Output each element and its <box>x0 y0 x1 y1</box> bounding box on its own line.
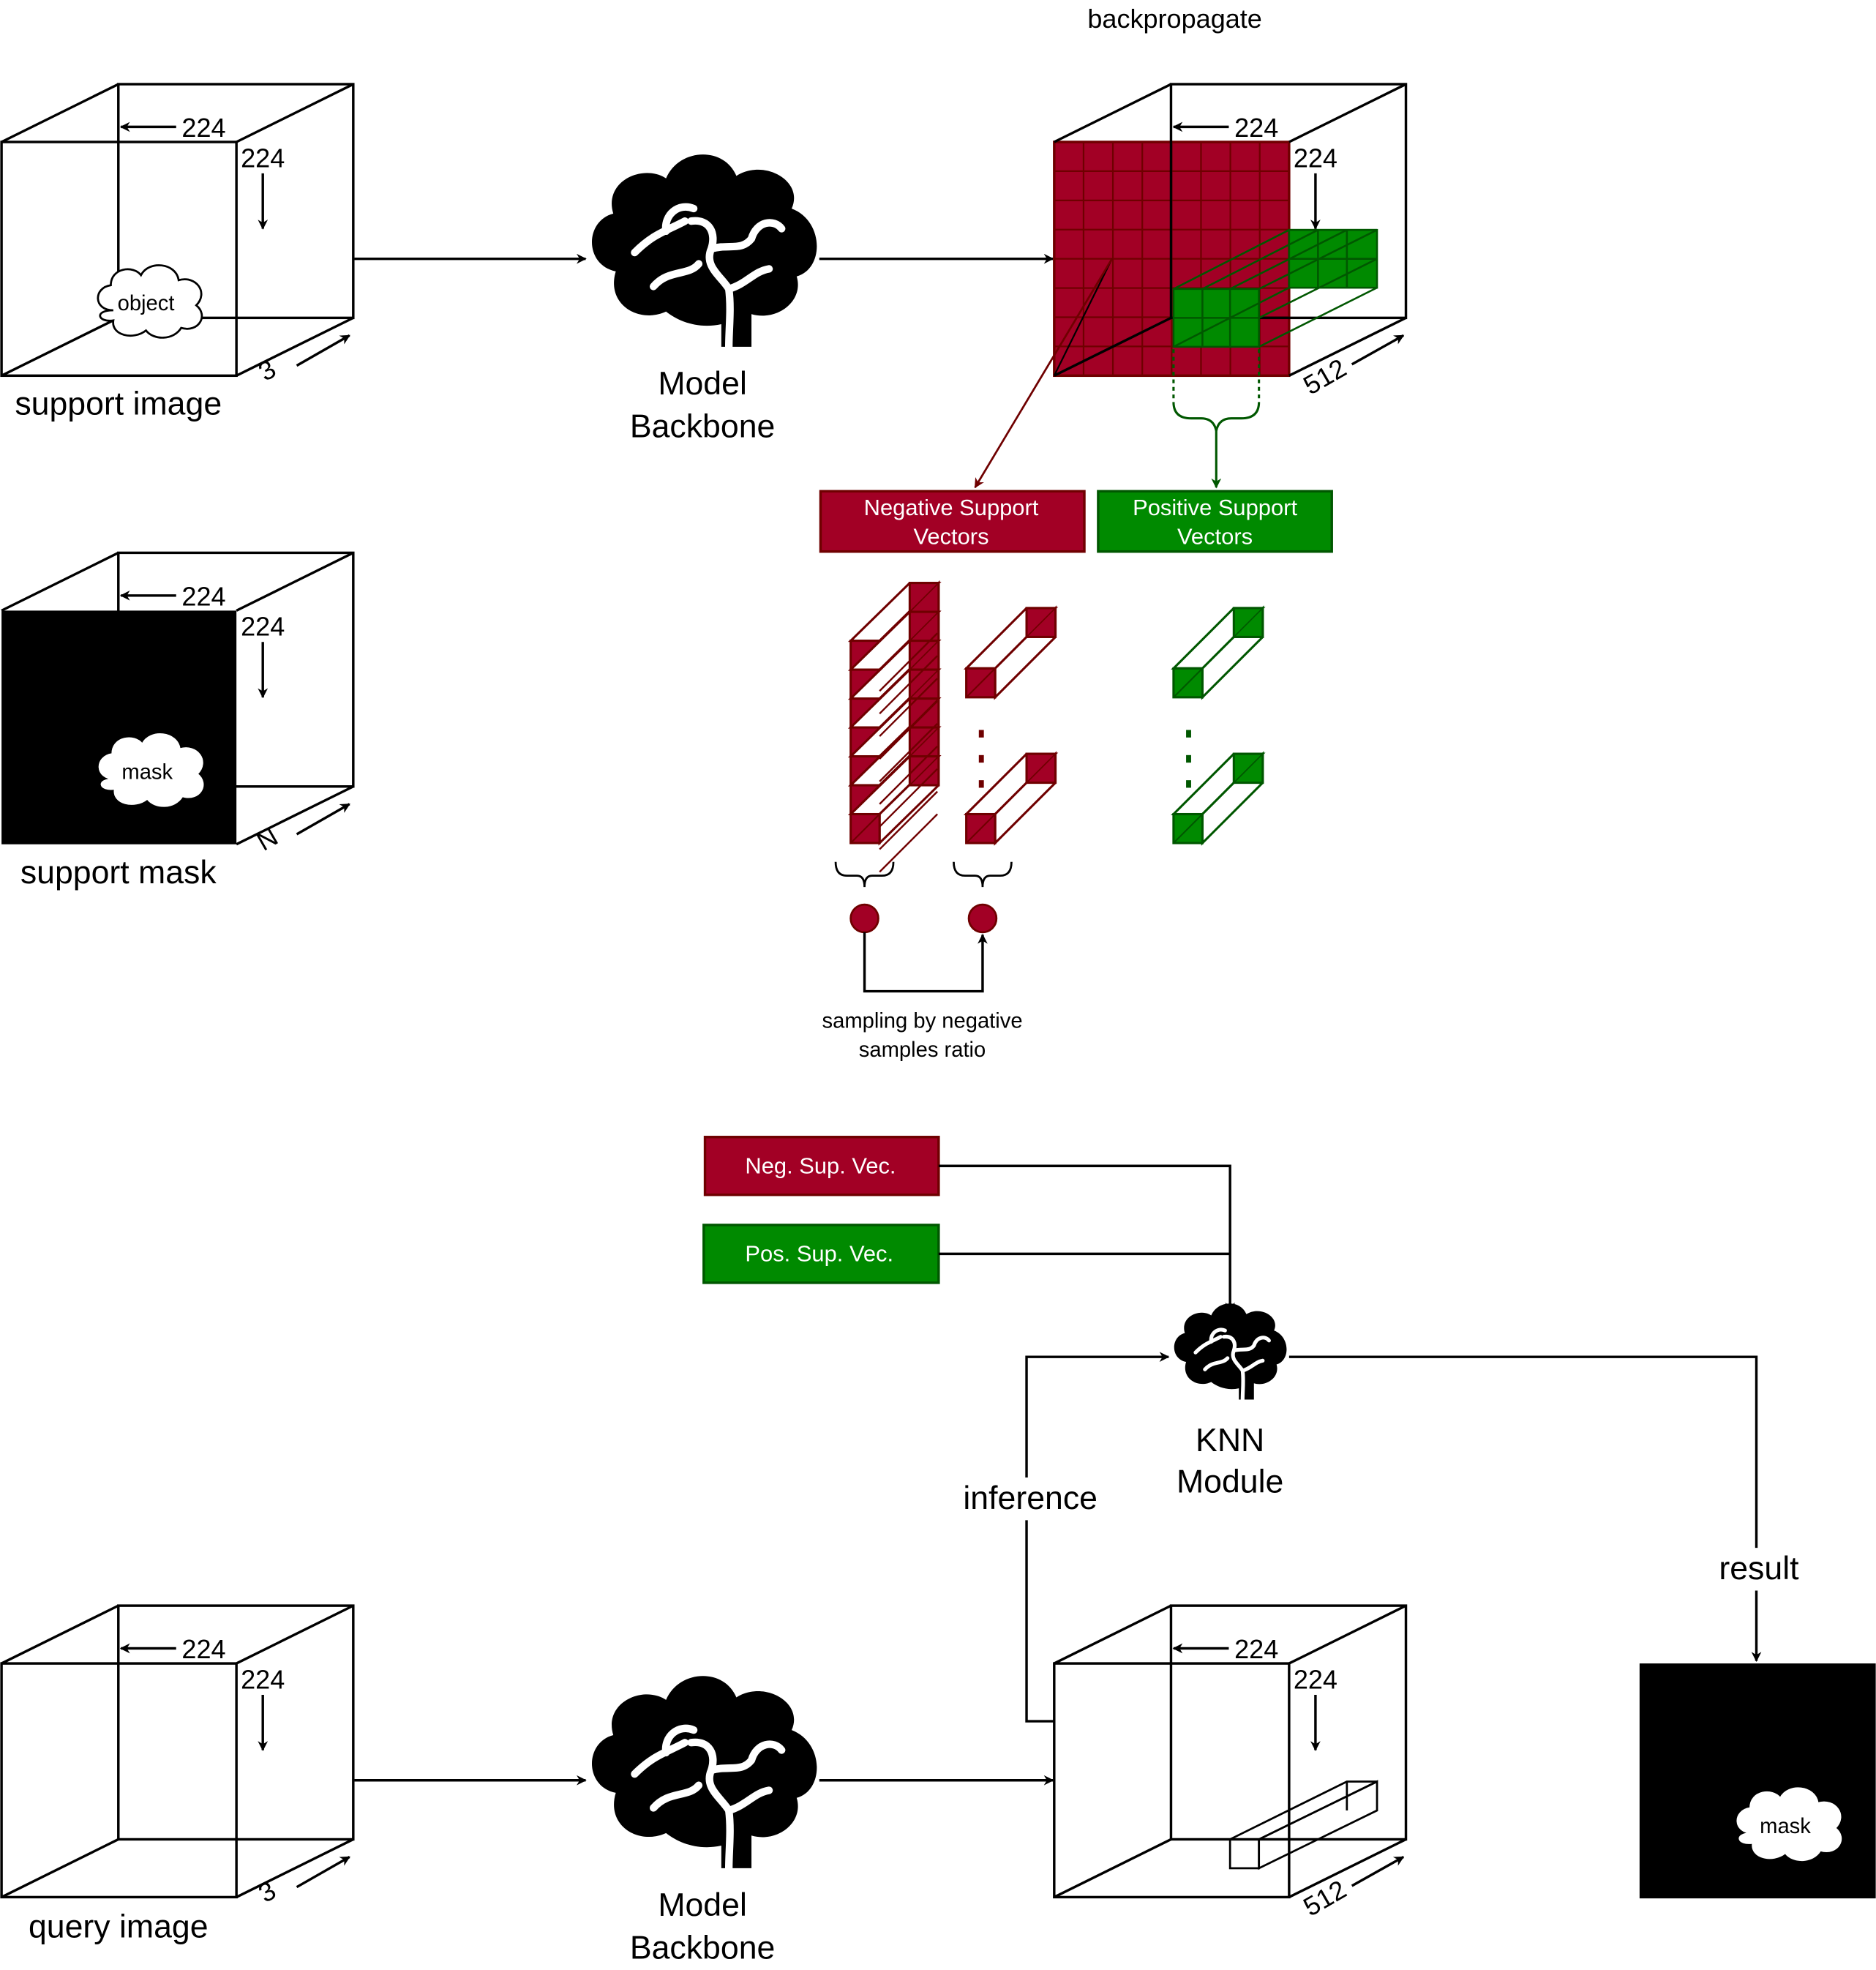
backbone-label: Backbone <box>630 1930 775 1966</box>
mask-label: mask <box>121 760 173 784</box>
positive-vector <box>1171 751 1266 846</box>
model-label: Model <box>658 366 747 402</box>
query-vector-tube <box>1228 1780 1378 1870</box>
result-arrow <box>1288 1355 1762 1663</box>
pos-sv-line2: Vectors <box>1177 523 1253 549</box>
depth-arrow <box>1351 334 1405 366</box>
sampling-arrow <box>863 932 988 993</box>
positive-support-vectors-box <box>1097 490 1333 553</box>
hatch-line <box>879 768 938 828</box>
negative-vector-singles <box>963 605 1059 846</box>
depth-arrow <box>296 1855 350 1889</box>
height-label: 224 <box>241 1664 285 1694</box>
pos-sv-line1: Positive Support <box>1133 495 1297 520</box>
backpropagate-label: backpropagate <box>1087 4 1262 34</box>
ellipsis-negative <box>978 730 984 788</box>
neg-sv-line1: Negative Support <box>864 495 1039 520</box>
height-label: 224 <box>1294 1664 1337 1694</box>
positive-vector-singles <box>1171 605 1266 846</box>
negative-vector <box>963 751 1059 846</box>
hatch-line <box>879 790 938 850</box>
feature-cube <box>1054 83 1408 377</box>
negative-vector <box>963 605 1059 700</box>
pos-short-label: Pos. Sup. Vec. <box>745 1241 893 1267</box>
depth-label: N <box>251 821 282 857</box>
pos-sup-vec-box <box>702 1224 940 1284</box>
query-image-label: query image <box>29 1909 209 1944</box>
result-label: result <box>1719 1551 1799 1587</box>
inference-label: inference <box>963 1480 1098 1516</box>
backbone-label: Backbone <box>630 408 775 444</box>
brain-icon <box>592 1676 817 1868</box>
model-label: Model <box>658 1887 747 1923</box>
positive-region <box>1172 228 1378 348</box>
height-label: 224 <box>241 612 285 642</box>
knn-label: KNN <box>1196 1423 1264 1458</box>
height-label: 224 <box>241 143 285 173</box>
height-label: 224 <box>1294 143 1337 173</box>
brain-icon <box>592 154 817 347</box>
sample-node <box>849 903 879 934</box>
negative-vector-stack <box>847 580 942 873</box>
neg-sv-line2: Vectors <box>914 523 989 549</box>
width-label: 224 <box>181 582 225 612</box>
knn-module-label: Module <box>1177 1464 1283 1500</box>
label-bg <box>177 580 233 608</box>
brain-icon <box>1174 1303 1287 1399</box>
label-bg <box>952 1478 1106 1521</box>
width-label: 224 <box>1234 113 1278 143</box>
result-mask <box>1639 1663 1876 1899</box>
hatch-line <box>879 813 938 873</box>
negative-support-vectors-box <box>819 490 1086 553</box>
support-mask-label: support mask <box>20 855 217 891</box>
depth-arrow <box>296 334 350 367</box>
negative-arrow <box>974 258 1113 489</box>
sampling-line1: sampling by negative <box>822 1009 1023 1033</box>
sampling-line2: samples ratio <box>859 1038 986 1062</box>
positive-vector <box>1171 605 1266 700</box>
depth-label: 512 <box>1298 353 1351 401</box>
hatch-line <box>879 632 938 692</box>
neg-short-label: Neg. Sup. Vec. <box>745 1153 896 1179</box>
inference-arrow <box>1025 1352 1170 1723</box>
width-label: 224 <box>181 1634 225 1664</box>
width-label: 224 <box>181 113 225 143</box>
hatch-line <box>879 745 938 805</box>
hatch-line <box>879 723 938 782</box>
hatch-line <box>879 655 938 715</box>
hatch-line <box>879 678 938 737</box>
positive-bracket <box>1172 349 1261 489</box>
sampling-braces <box>834 861 1013 888</box>
result-mask-label: mask <box>1760 1815 1811 1838</box>
depth-label: 3 <box>253 1875 281 1909</box>
support-image-label: support image <box>15 386 222 422</box>
label-bg <box>1708 1548 1809 1591</box>
sample-node <box>967 903 998 934</box>
depth-label: 3 <box>253 353 281 387</box>
depth-arrow <box>296 803 350 836</box>
hatch-line <box>879 700 938 760</box>
depth-label: 512 <box>1298 1874 1351 1922</box>
support-mask-cube <box>1 551 355 846</box>
cube-edge <box>1053 258 1113 376</box>
depth-arrow <box>1351 1855 1405 1887</box>
ellipsis-positive <box>1186 730 1191 788</box>
neg-to-knn-arrow <box>938 1164 1236 1313</box>
query-feature-cube <box>1053 1604 1408 1899</box>
negative-vector <box>847 753 942 846</box>
neg-sup-vec-box <box>703 1136 940 1196</box>
object-label: object <box>118 292 175 315</box>
width-label: 224 <box>1234 1634 1278 1664</box>
support-image-cube <box>0 83 355 378</box>
query-image-cube <box>0 1604 355 1899</box>
